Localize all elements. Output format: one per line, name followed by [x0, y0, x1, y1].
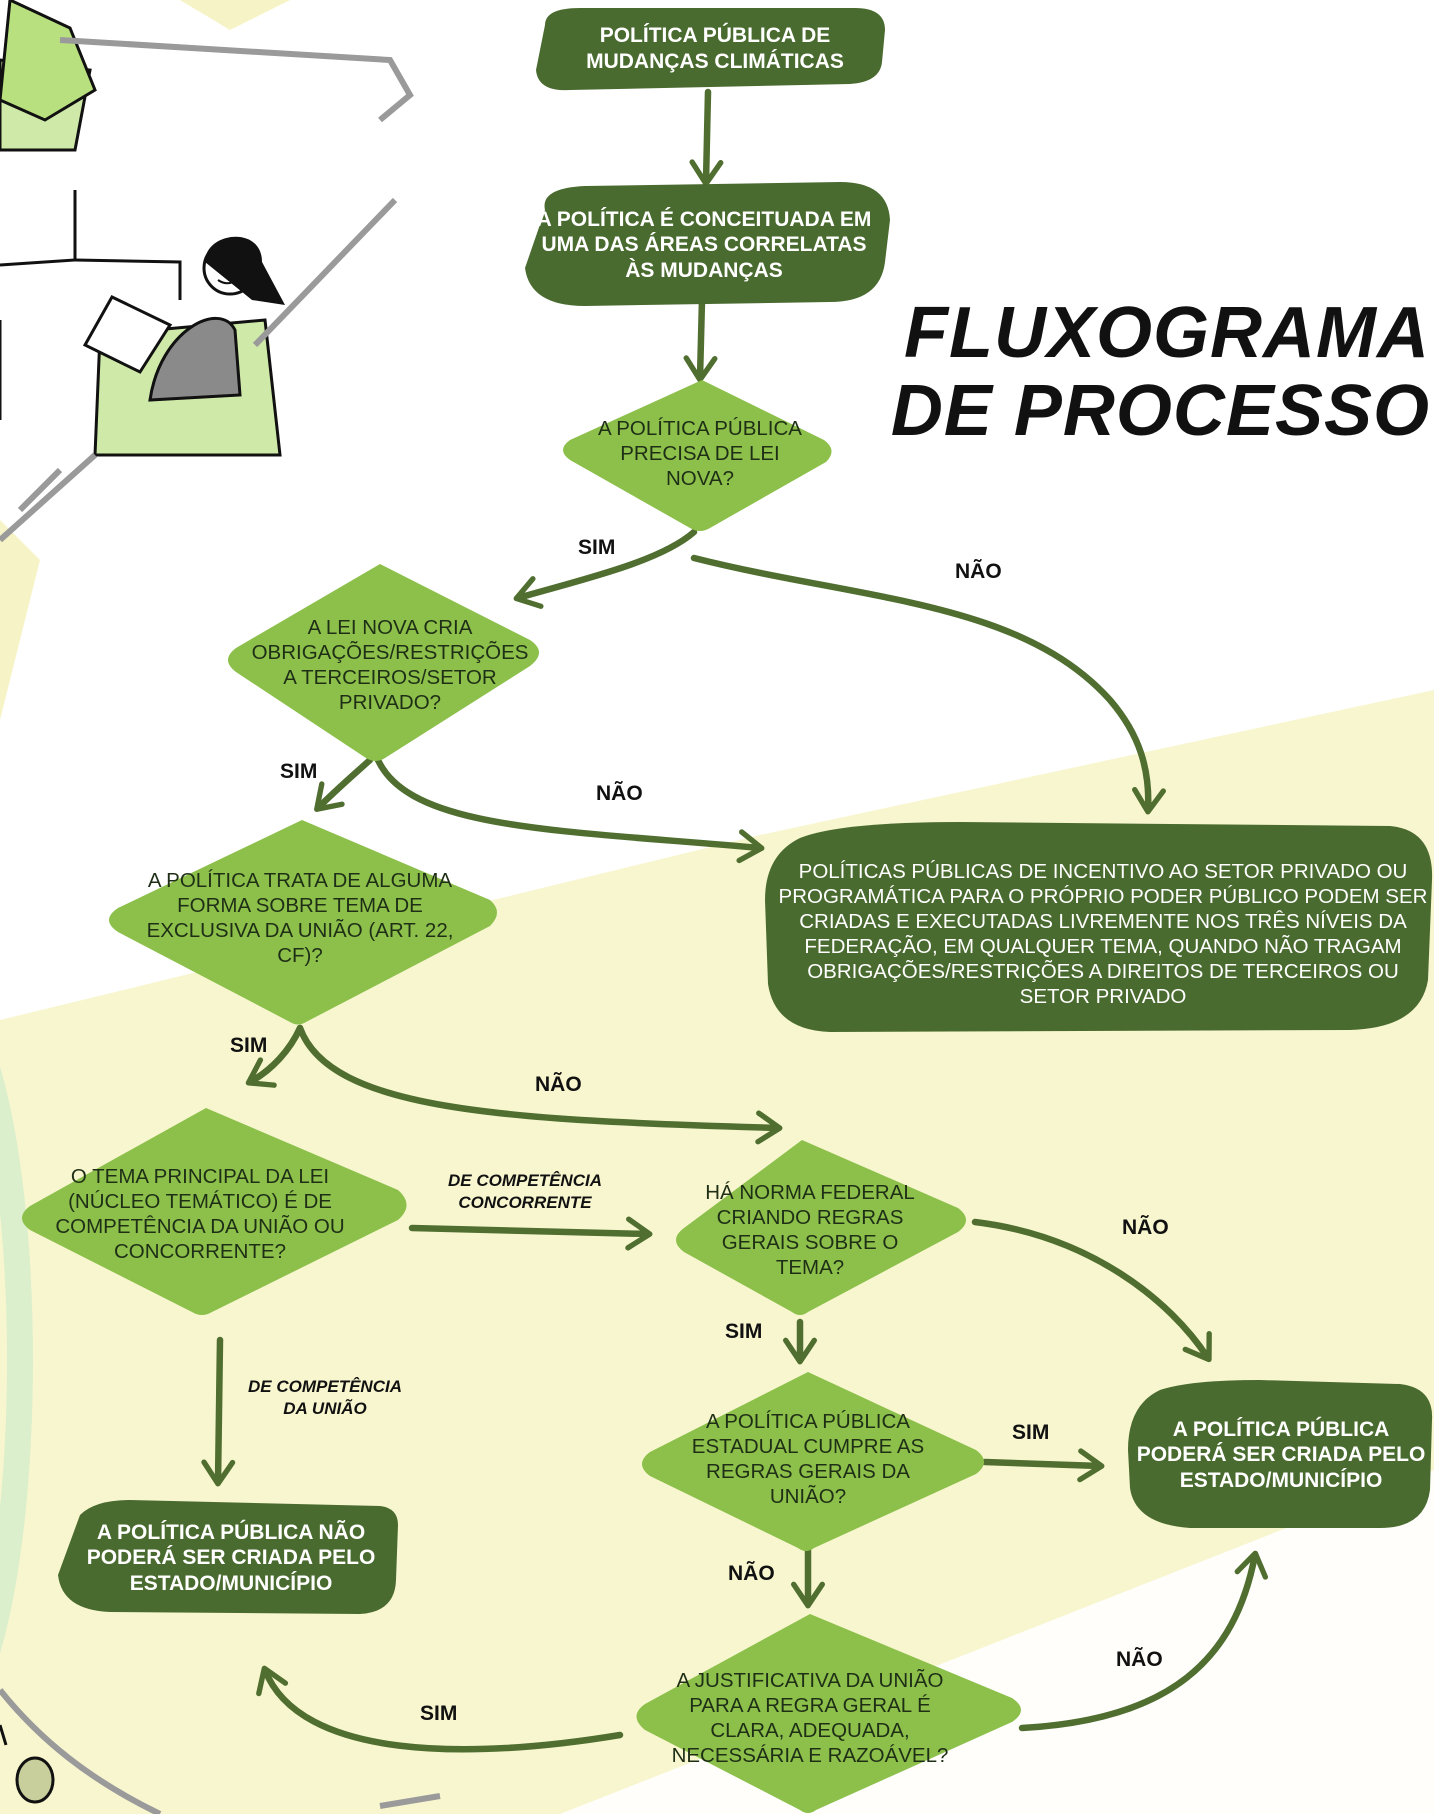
arrow-concept-to-newlaw: [683, 296, 718, 383]
newlaw-decision-shape: [563, 380, 832, 531]
background-yellow-corner: [0, 520, 40, 720]
title-line-1: FLUXOGRAMA: [904, 293, 1430, 373]
background-green-arc: [0, 1066, 33, 1654]
federal-norm-decision-shape: [676, 1140, 966, 1315]
arrow-federal-nao: [971, 1218, 1212, 1363]
arrow-obligations-nao: [374, 756, 765, 864]
exclusive-decision-label: A POLÍTICA TRATA DE ALGUMA FORMA SOBRE T…: [146, 869, 454, 967]
label-newlaw-sim: SIM: [578, 536, 616, 559]
label-theme-uniao: DE COMPETÊNCIA DA UNIÃO: [248, 1377, 402, 1419]
title-line-2: DE PROCESSO: [890, 370, 1430, 451]
label-exclusive-nao: NÃO: [535, 1073, 582, 1096]
concept-node-label: A POLÍTICA É CONCEITUADA EM UMA DAS ÁREA…: [536, 207, 872, 282]
start-node-shape: [536, 8, 885, 91]
complies-decision-shape: [642, 1372, 984, 1551]
arrow-start-to-concept: [689, 88, 724, 187]
arrow-exclusive-nao: [296, 1024, 783, 1145]
result-cannot-node-shape: [58, 1500, 398, 1614]
person-with-document-illustration: [0, 0, 414, 513]
label-justification-sim: SIM: [420, 1702, 458, 1725]
theme-decision-label: O TEMA PRINCIPAL DA LEI (NÚCLEO TEMÁTICO…: [55, 1165, 345, 1263]
label-theme-concorrente: DE COMPETÊNCIA CONCORRENTE: [448, 1171, 602, 1213]
obligations-decision-label: A LEI NOVA CRIA OBRIGAÇÕES/RESTRIÇÕES A …: [251, 616, 529, 714]
label-federal-nao: NÃO: [1122, 1216, 1169, 1239]
theme-decision-shape: [22, 1108, 407, 1315]
label-newlaw-nao: NÃO: [955, 560, 1002, 583]
arrow-justification-sim: [256, 1665, 624, 1753]
label-complies-nao: NÃO: [728, 1562, 775, 1585]
obligations-decision-shape: [228, 564, 539, 761]
arrow-newlaw-nao: [690, 554, 1166, 815]
label-obligations-sim: SIM: [280, 760, 318, 783]
page-title: FLUXOGRAMA DE PROCESSO: [870, 293, 1430, 451]
incentive-policies-node-label: POLÍTICAS PÚBLICAS DE INCENTIVO AO SETOR…: [778, 860, 1428, 1008]
complies-decision-label: A POLÍTICA PÚBLICA ESTADUAL CUMPRE AS RE…: [691, 1410, 925, 1508]
arrow-theme-concorrente: [408, 1216, 653, 1251]
justification-decision-label: A JUSTIFICATIVA DA UNIÃO PARA A REGRA GE…: [671, 1669, 949, 1767]
newlaw-decision-label: A POLÍTICA PÚBLICA PRECISA DE LEI NOVA?: [598, 416, 802, 490]
background-yellow-top: [180, 0, 290, 30]
arrow-complies-sim: [981, 1448, 1105, 1483]
person-at-desk-illustration: [0, 197, 398, 543]
concept-node-shape: [525, 182, 890, 306]
label-justification-nao: NÃO: [1116, 1648, 1163, 1671]
arrow-exclusive-sim: [245, 1024, 304, 1088]
result-cannot-node-label: A POLÍTICA PÚBLICA NÃO PODERÁ SER CRIADA…: [86, 1520, 376, 1595]
exclusive-decision-shape: [109, 820, 497, 1025]
justification-decision-shape: [636, 1614, 1021, 1813]
label-exclusive-sim: SIM: [230, 1034, 268, 1057]
arrow-theme-uniao: [201, 1336, 236, 1487]
result-can-node-label: A POLÍTICA PÚBLICA PODERÁ SER CRIADA PEL…: [1136, 1417, 1426, 1492]
arrow-justification-nao: [1018, 1550, 1269, 1732]
arrow-obligations-sim: [314, 756, 374, 812]
incentive-policies-node-shape: [765, 822, 1433, 1032]
federal-norm-decision-label: HÁ NORMA FEDERAL CRIANDO REGRAS GERAIS S…: [705, 1181, 915, 1279]
label-obligations-nao: NÃO: [596, 782, 643, 805]
start-node-label: POLÍTICA PÚBLICA DE MUDANÇAS CLIMÁTICAS: [586, 24, 844, 73]
label-complies-sim: SIM: [1012, 1421, 1050, 1444]
bottom-left-doodle: [0, 1688, 441, 1814]
result-can-node-shape: [1128, 1380, 1433, 1528]
arrow-newlaw-sim: [513, 528, 698, 609]
label-federal-sim: SIM: [725, 1320, 763, 1343]
